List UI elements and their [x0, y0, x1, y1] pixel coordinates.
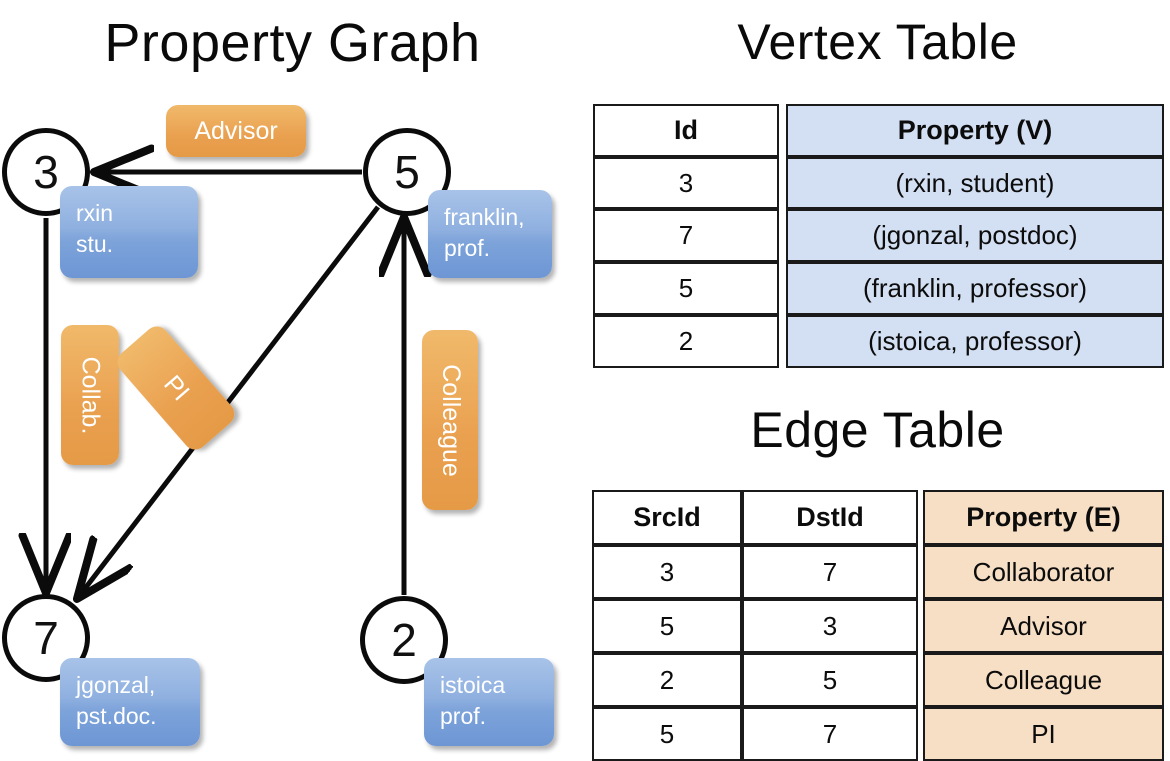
edge-table-cell-property: Advisor: [923, 599, 1164, 653]
edge-table-header-srcid: SrcId: [592, 490, 742, 545]
edge-table-cell-srcid: 3: [592, 545, 742, 599]
table-row[interactable]: Collaborator: [923, 545, 1164, 599]
edge-table-cell-property: PI: [923, 707, 1164, 761]
edge-label-collab-text: Collab.: [76, 356, 105, 434]
table-row[interactable]: 5 7: [592, 707, 918, 761]
edge-table-cell-dstid: 7: [742, 545, 918, 599]
graph-node-7-label: 7: [33, 612, 59, 664]
edge-table-id-columns: SrcId DstId 3 7 5 3 2 5 5 7: [592, 490, 918, 761]
table-row[interactable]: Advisor: [923, 599, 1164, 653]
table-header-row: SrcId DstId: [592, 490, 918, 545]
edge-table-header-dstid: DstId: [742, 490, 918, 545]
vertex-table-cell-id: 7: [593, 209, 779, 262]
node-property-box-3: rxin stu.: [60, 186, 198, 278]
vertex-table-property-column: Property (V) (rxin, student) (jgonzal, p…: [786, 104, 1164, 368]
table-row[interactable]: 2 5: [592, 653, 918, 707]
vertex-table-header-id: Id: [593, 104, 779, 157]
edge-label-pi-text: PI: [158, 369, 195, 406]
edge-label-badge-advisor: Advisor: [166, 105, 306, 157]
vertex-table-cell-id: 5: [593, 262, 779, 315]
vertex-table-header-property: Property (V): [786, 104, 1164, 157]
edge-table-cell-srcid: 5: [592, 599, 742, 653]
vertex-table-cell-property: (rxin, student): [786, 157, 1164, 209]
table-row[interactable]: Colleague: [923, 653, 1164, 707]
table-row[interactable]: (franklin, professor): [786, 262, 1164, 315]
table-row[interactable]: 2: [593, 315, 779, 368]
edge-line-5-to-7: [80, 205, 380, 595]
edge-table-property-column: Property (E) Collaborator Advisor Collea…: [923, 490, 1164, 761]
vertex-table-cell-property: (istoica, professor): [786, 315, 1164, 368]
edge-table-cell-srcid: 2: [592, 653, 742, 707]
vertex-table-cell-id: 3: [593, 157, 779, 209]
graph-node-3-label: 3: [33, 146, 59, 198]
table-header-row: Property (E): [923, 490, 1164, 545]
vertex-table-id-column: Id 3 7 5 2: [593, 104, 779, 368]
node-property-box-5: franklin, prof.: [428, 190, 552, 278]
edge-label-badge-colleague: Colleague: [422, 330, 478, 510]
edge-table-cell-property: Collaborator: [923, 545, 1164, 599]
graph-edges-svg: [0, 0, 585, 760]
table-row[interactable]: 5 3: [592, 599, 918, 653]
table-row[interactable]: PI: [923, 707, 1164, 761]
table-row[interactable]: (rxin, student): [786, 157, 1164, 209]
vertex-table-cell-property: (franklin, professor): [786, 262, 1164, 315]
table-row[interactable]: 3 7: [592, 545, 918, 599]
table-row[interactable]: 7: [593, 209, 779, 262]
edge-table-header-property: Property (E): [923, 490, 1164, 545]
page-title-edge-table: Edge Table: [750, 402, 1005, 458]
table-row[interactable]: 3: [593, 157, 779, 209]
edge-label-colleague-text: Colleague: [436, 363, 465, 477]
table-header-row: Id: [593, 104, 779, 157]
page-title-property-graph: Property Graph: [104, 13, 481, 73]
node-property-box-7: jgonzal, pst.doc.: [60, 658, 200, 746]
property-graph-diagram: 3 5 7 2 rxin stu. franklin, prof. jgonza…: [0, 0, 585, 760]
edge-label-badge-collab: Collab.: [61, 325, 119, 465]
graph-node-2-label: 2: [391, 614, 417, 666]
table-row[interactable]: 5: [593, 262, 779, 315]
page-title-vertex-table: Vertex Table: [737, 14, 1018, 70]
vertex-table-cell-property: (jgonzal, postdoc): [786, 209, 1164, 262]
edge-label-advisor-text: Advisor: [194, 116, 278, 145]
table-row[interactable]: (jgonzal, postdoc): [786, 209, 1164, 262]
edge-table-cell-srcid: 5: [592, 707, 742, 761]
vertex-table-cell-id: 2: [593, 315, 779, 368]
edge-table-cell-property: Colleague: [923, 653, 1164, 707]
edge-table-cell-dstid: 7: [742, 707, 918, 761]
edge-table-cell-dstid: 3: [742, 599, 918, 653]
node-property-box-2: istoica prof.: [424, 658, 554, 746]
graph-node-5-label: 5: [394, 146, 420, 198]
edge-table-cell-dstid: 5: [742, 653, 918, 707]
table-row[interactable]: (istoica, professor): [786, 315, 1164, 368]
table-header-row: Property (V): [786, 104, 1164, 157]
graph-node-2[interactable]: 2: [360, 596, 448, 684]
